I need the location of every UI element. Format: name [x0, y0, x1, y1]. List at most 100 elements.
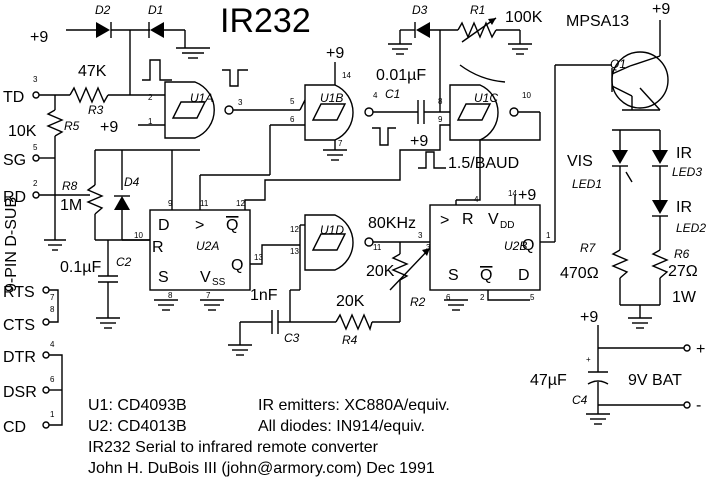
u2b-s: S — [448, 267, 459, 284]
dtr-pin: 4 — [50, 340, 55, 349]
note-author: John H. DuBois III (john@armory.com) Dec… — [88, 460, 435, 477]
u1b-supply-label: +9 — [326, 45, 344, 62]
u2a-q: Q — [231, 257, 243, 274]
resistor-r8 — [86, 184, 104, 215]
battery-label: 9V BAT — [628, 372, 682, 389]
oscillator-label: 80KHz — [368, 215, 416, 232]
cts-label: CTS — [3, 317, 35, 334]
u1b-pin14: 14 — [342, 71, 351, 80]
diode-d4 — [114, 196, 130, 210]
c4-value: 47µF — [530, 372, 567, 389]
dtr-terminal — [42, 351, 50, 359]
q1-part: MPSA13 — [566, 13, 629, 30]
u2a-vss-sub: SS — [212, 277, 226, 288]
u1b-label: U1B — [320, 91, 343, 105]
rts-pin: 7 — [50, 293, 55, 302]
pulse-high — [142, 59, 172, 81]
ground-c4 — [586, 413, 610, 425]
cd-terminal — [42, 421, 50, 429]
u1a-label: U1A — [190, 91, 213, 105]
ground-c3 — [228, 344, 252, 356]
vis-label: VIS — [567, 153, 593, 170]
r2-value: 20K — [366, 263, 395, 280]
c3-ref: C3 — [284, 331, 300, 345]
u1c-label: U1C — [474, 91, 498, 105]
td-label: TD — [3, 89, 24, 106]
c2-ref: C2 — [116, 255, 132, 269]
u1c-pin10: 10 — [522, 91, 531, 100]
u1c-pin9: 9 — [438, 115, 443, 124]
gate-u1c — [449, 84, 519, 141]
battery-plus-label: + — [696, 341, 705, 358]
r7-value: 470Ω — [560, 265, 599, 282]
connector-label: 9-PIN D-SUB — [3, 197, 20, 292]
note-u2: U2: CD4013B — [88, 418, 187, 435]
rts-label: RTS — [3, 284, 35, 301]
r5-ref: R5 — [64, 119, 80, 133]
u2a-qbar: Q — [226, 217, 238, 234]
u1b-pin6: 6 — [290, 115, 295, 124]
battery-plus-terminal — [683, 344, 691, 352]
ir3-label: IR — [676, 145, 692, 162]
resistor-r7 — [611, 249, 629, 279]
u1c-pin8: 8 — [438, 97, 443, 106]
resistor-r1 — [457, 21, 497, 39]
c2-value: 0.1µF — [60, 259, 101, 276]
pulse-width-label: 1.5/BAUD — [448, 155, 519, 172]
u1c-supply-label: +9 — [410, 133, 428, 150]
u2a-pin12: 12 — [236, 199, 245, 208]
u2b-d: D — [518, 267, 530, 284]
c1-ref: C1 — [385, 87, 400, 101]
td-terminal — [32, 91, 40, 99]
r3-value: 47K — [78, 63, 107, 80]
c3-value: 1nF — [250, 287, 278, 304]
diode-d1 — [148, 22, 186, 48]
note-ir-emitters: IR emitters: XC880A/equiv. — [258, 397, 450, 414]
gate-u1b — [304, 84, 374, 141]
u1d-pin12: 12 — [290, 225, 299, 234]
d1-label: D1 — [148, 3, 163, 17]
note-u1: U1: CD4093B — [88, 397, 187, 414]
q1-ref: Q1 — [610, 57, 626, 71]
u2b-supply-label: +9 — [518, 187, 536, 204]
u1a-pin2: 2 — [148, 93, 153, 102]
gate-u1d — [304, 214, 374, 271]
led3-label: LED3 — [672, 165, 702, 179]
resistor-r3 — [69, 86, 109, 104]
u2b-label: U2B — [504, 239, 527, 253]
u1d-pin13: 13 — [290, 247, 299, 256]
pulse-u1b — [372, 127, 396, 146]
r5-value: 10K — [8, 123, 37, 140]
led1-label: LED1 — [572, 177, 602, 191]
u2b-pin1: 1 — [546, 231, 551, 240]
pulse-baud — [418, 151, 446, 169]
td-pin: 3 — [33, 75, 38, 84]
cd-label: CD — [3, 419, 26, 436]
c4-plus: + — [586, 355, 591, 364]
u2a-d: D — [158, 217, 170, 234]
cd-pin: 1 — [50, 410, 55, 419]
rts-terminal — [42, 286, 50, 294]
u2a-vss: V — [200, 269, 211, 286]
resistor-r2 — [391, 253, 409, 281]
r2-ref: R2 — [410, 295, 426, 309]
supply-label: +9 — [30, 29, 48, 46]
u2a-pin7: 7 — [206, 291, 211, 300]
u2a-s: S — [158, 269, 169, 286]
led-ir2 — [652, 200, 668, 214]
u1a-pin1: 1 — [148, 117, 153, 126]
q1-supply-label: +9 — [652, 1, 670, 18]
r7-ref: R7 — [580, 241, 597, 255]
rd-pin: 2 — [33, 179, 38, 188]
u2a-pin13: 13 — [254, 253, 263, 262]
u2b-vdd: V — [488, 211, 499, 228]
dtr-label: DTR — [3, 349, 36, 366]
flipflop-u2b — [429, 204, 541, 291]
u2b-vdd-sub: DD — [500, 220, 514, 231]
u1a-supply-label: +9 — [100, 119, 118, 136]
ground-d1 — [176, 47, 210, 59]
diode-d3 — [416, 22, 430, 38]
ground-d3 — [388, 43, 412, 55]
ground-sg — [44, 239, 66, 251]
